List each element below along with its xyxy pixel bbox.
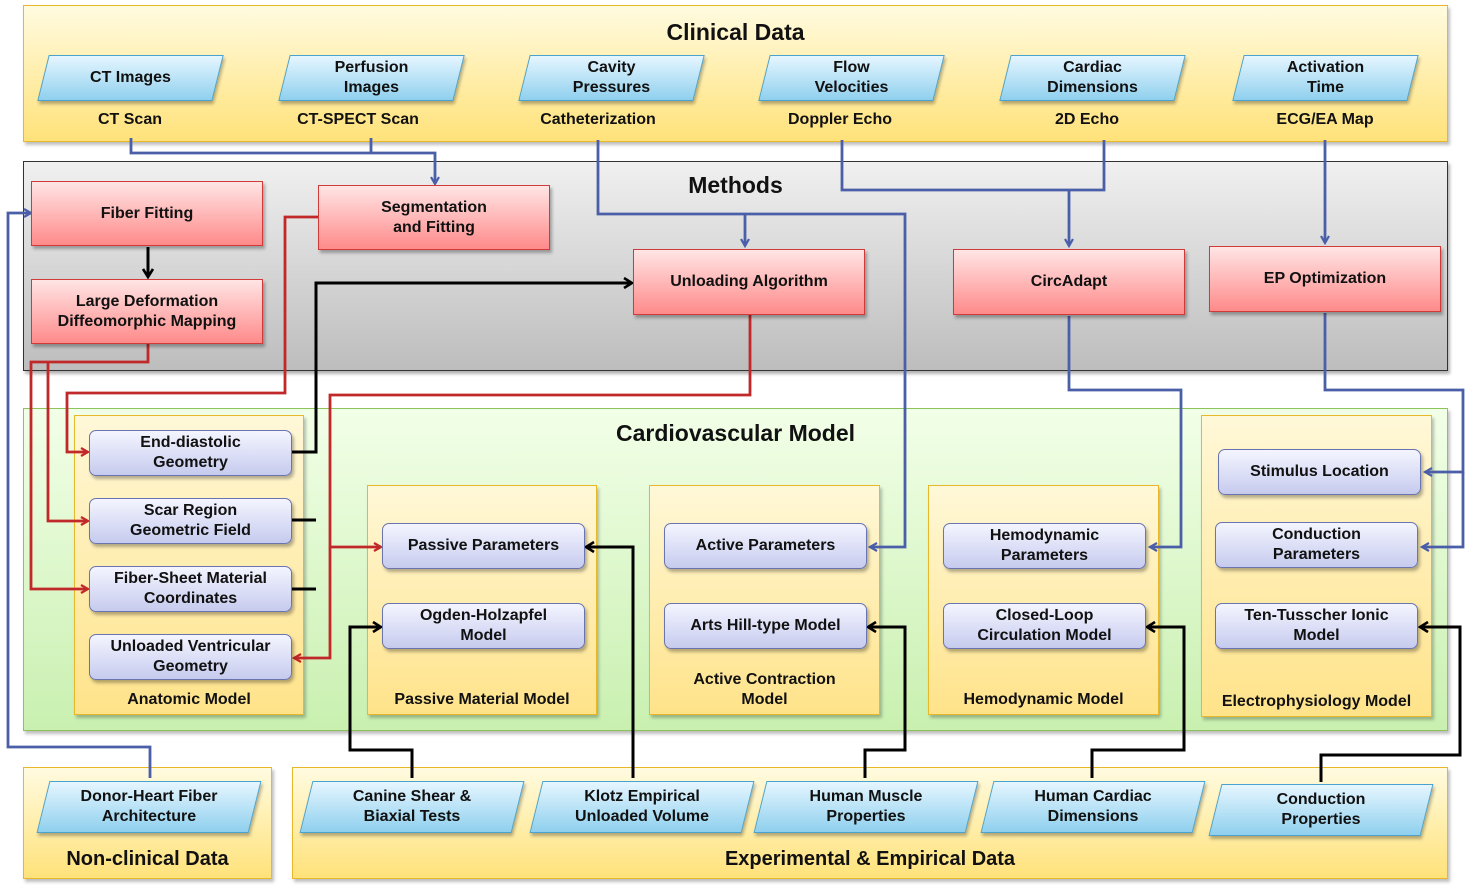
- unloading-algorithm-box: Unloading Algorithm: [633, 249, 865, 315]
- end-diastolic-geometry: End-diastolic Geometry: [89, 430, 292, 476]
- human-muscle-data: Human Muscle Properties: [753, 781, 979, 833]
- klotz-empirical-data: Klotz Empirical Unloaded Volume: [529, 781, 755, 833]
- electrophysiology-model-label: Electrophysiology Model: [1221, 693, 1412, 710]
- cavity-pressures-data: Cavity Pressures: [518, 55, 705, 101]
- canine-shear-data: Canine Shear & Biaxial Tests: [299, 781, 525, 833]
- unloaded-ventricular-geometry: Unloaded Ventricular Geometry: [89, 634, 292, 680]
- fiber-sheet-coordinates: Fiber-Sheet Material Coordinates: [89, 566, 292, 612]
- fiber-fitting-box: Fiber Fitting: [31, 181, 263, 246]
- ep-optimization-box: EP Optimization: [1209, 246, 1441, 312]
- scar-region-field: Scar Region Geometric Field: [89, 498, 292, 544]
- non-clinical-data-title: Non-clinical Data: [66, 848, 229, 870]
- clinical-data-panel: Clinical Data: [23, 5, 1448, 142]
- doppler-echo-label: Doppler Echo: [787, 111, 892, 128]
- ct-scan-label: CT Scan: [97, 111, 162, 128]
- ct-spect-scan-label: CT-SPECT Scan: [297, 111, 419, 128]
- activation-time-data: Activation Time: [1232, 55, 1419, 101]
- segmentation-fitting-box: Segmentation and Fitting: [318, 185, 550, 250]
- hemodynamic-model-label: Hemodynamic Model: [963, 691, 1124, 708]
- circadapt-box: CircAdapt: [953, 249, 1185, 315]
- clinical-data-title: Clinical Data: [666, 19, 805, 45]
- conduction-properties-data: Conduction Properties: [1208, 784, 1434, 836]
- flow-velocities-data: Flow Velocities: [758, 55, 945, 101]
- catheterization-label: Catheterization: [540, 111, 656, 128]
- ten-tusscher-ionic-model: Ten-Tusscher Ionic Model: [1215, 603, 1418, 649]
- conduction-parameters: Conduction Parameters: [1215, 522, 1418, 568]
- anatomic-model-label: Anatomic Model: [127, 691, 251, 708]
- cardiac-dimensions-data: Cardiac Dimensions: [999, 55, 1186, 101]
- lddmm-box: Large Deformation Diffeomorphic Mapping: [31, 279, 263, 344]
- passive-material-model-panel: Passive Material Model: [367, 485, 597, 715]
- active-contraction-model-panel: Active Contraction Model: [649, 485, 880, 715]
- arts-hill-type-model: Arts Hill-type Model: [664, 603, 867, 649]
- ogden-holzapfel-model: Ogden-Holzapfel Model: [382, 603, 585, 649]
- passive-material-model-label: Passive Material Model: [394, 691, 570, 708]
- ct-images-data: CT Images: [37, 55, 224, 101]
- stimulus-location: Stimulus Location: [1218, 449, 1421, 495]
- closed-loop-circulation-model: Closed-Loop Circulation Model: [943, 603, 1146, 649]
- hemodynamic-model-panel: Hemodynamic Model: [928, 485, 1159, 715]
- experimental-data-title: Experimental & Empirical Data: [724, 848, 1016, 870]
- passive-parameters: Passive Parameters: [382, 523, 585, 569]
- active-contraction-model-label: Active Contraction Model: [693, 671, 836, 708]
- perfusion-images-data: Perfusion Images: [278, 55, 465, 101]
- human-cardiac-dimensions-data: Human Cardiac Dimensions: [980, 781, 1206, 833]
- 2d-echo-label: 2D Echo: [1054, 111, 1119, 128]
- hemodynamic-parameters: Hemodynamic Parameters: [943, 523, 1146, 569]
- active-parameters: Active Parameters: [664, 523, 867, 569]
- ecg-ea-map-label: ECG/EA Map: [1276, 111, 1374, 128]
- donor-heart-fiber-data: Donor-Heart Fiber Architecture: [36, 781, 262, 833]
